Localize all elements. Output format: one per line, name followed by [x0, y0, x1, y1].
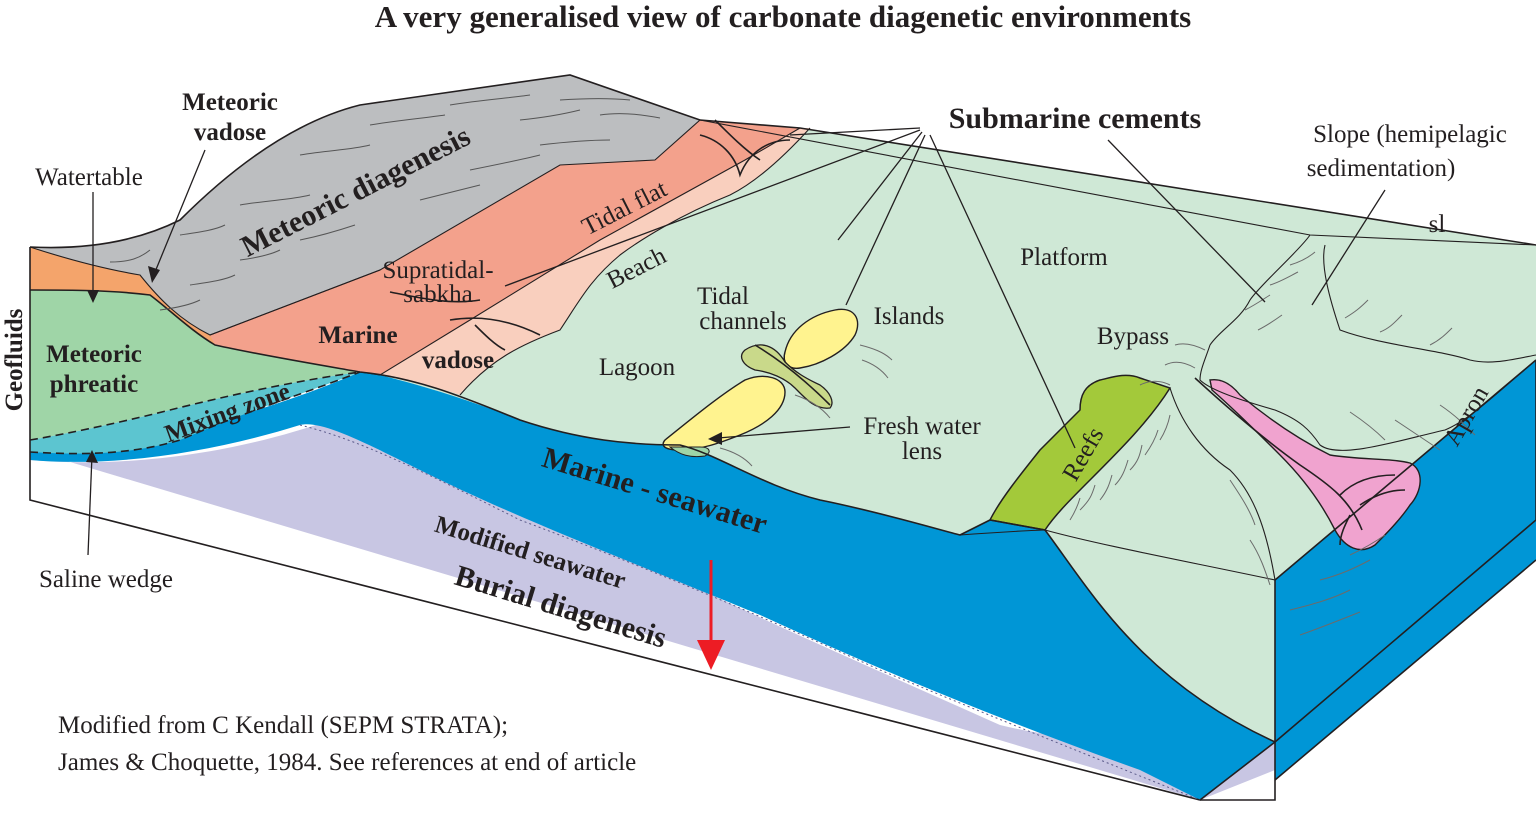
supratidal-marine-vadose-zone	[210, 120, 800, 375]
diagram-title: A very generalised view of carbonate dia…	[375, 0, 1192, 34]
label-marine: Marine	[318, 322, 397, 349]
burial-diagenesis-zone	[30, 420, 1275, 800]
label-vadose: vadose	[422, 347, 494, 374]
platform-top-surface	[380, 120, 1536, 580]
label-supratidal-line2: sabkha	[403, 281, 472, 308]
label-islands: Islands	[874, 303, 945, 330]
meteoric-vadose-zone	[30, 247, 360, 372]
tidal-channel-shape	[741, 344, 833, 409]
label-lagoon: Lagoon	[599, 354, 676, 381]
label-submarine-cements: Submarine cements	[949, 102, 1201, 135]
label-tidal-channels-line1: Tidal	[697, 283, 749, 310]
slope-texture	[719, 251, 1476, 636]
meteoric-phreatic-zone	[30, 290, 360, 440]
label-meteoric-vadose-line2: vadose	[194, 119, 266, 146]
tidal-flat-zone	[380, 128, 810, 395]
label-fresh-water-lens-line1: Fresh water	[863, 413, 981, 440]
label-tidal-channels-line2: channels	[699, 308, 786, 335]
meteoric-texture	[109, 94, 661, 311]
reef-zone	[988, 374, 1172, 531]
mixing-zone	[30, 372, 360, 454]
mixing-zone-lower-boundary	[29, 371, 361, 455]
label-meteoric-vadose-line1: Meteoric	[182, 89, 278, 116]
label-fresh-water-lens-line2: lens	[902, 438, 942, 465]
label-slope-line1: Slope (hemipelagic	[1313, 121, 1507, 148]
label-supratidal-line1: Supratidal-	[382, 257, 493, 284]
label-meteoric-phreatic-line1: Meteoric	[46, 341, 142, 368]
label-sea-level: sl	[1429, 211, 1446, 238]
label-watertable: Watertable	[35, 164, 143, 191]
burial-direction-arrow	[697, 560, 725, 670]
label-geofluids: Geofluids	[1, 308, 28, 411]
label-saline-wedge: Saline wedge	[39, 566, 173, 593]
slope-front-face	[1045, 530, 1275, 742]
apron-fan	[1209, 378, 1421, 551]
marine-seawater-zone	[30, 372, 1275, 800]
mixing-zone-upper-boundary	[29, 371, 361, 441]
leader-lines	[86, 127, 1386, 556]
label-platform: Platform	[1020, 244, 1108, 271]
block-end-face	[1275, 360, 1536, 742]
label-meteoric-phreatic-line2: phreatic	[50, 371, 138, 398]
credit-line-2: James & Choquette, 1984. See references …	[58, 749, 636, 776]
credit-line-1: Modified from C Kendall (SEPM STRATA);	[58, 712, 508, 739]
meteoric-diagenesis-zone	[30, 75, 700, 335]
label-bypass: Bypass	[1097, 323, 1169, 350]
label-slope-line2: sedimentation)	[1307, 155, 1456, 182]
